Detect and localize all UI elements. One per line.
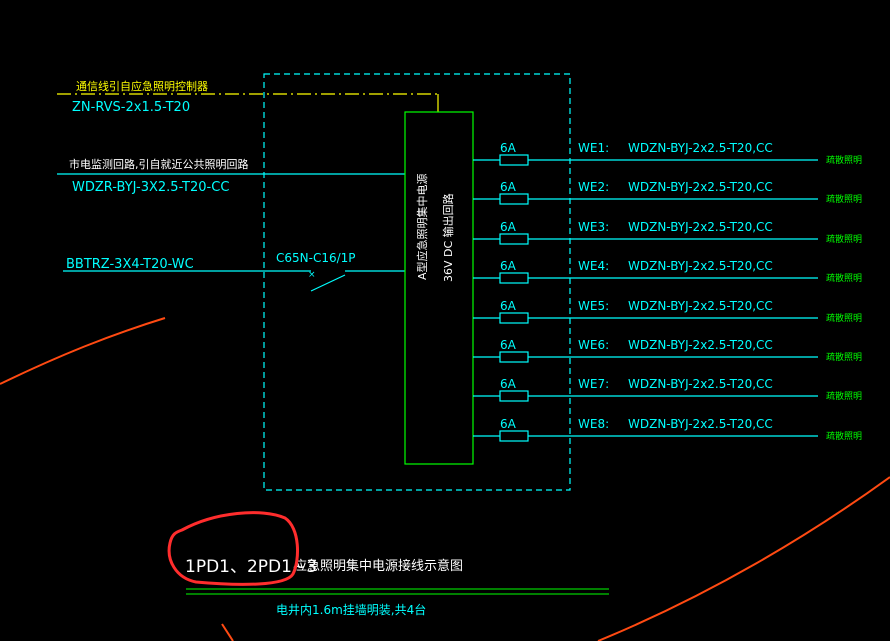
circuit-id: WE6: bbox=[578, 338, 609, 352]
circuit-cable: WDZN-BYJ-2x2.5-T20,CC bbox=[628, 259, 773, 273]
orange-curve-bottom bbox=[221, 623, 234, 641]
circuit-load: 疏散照明 bbox=[826, 272, 862, 284]
circuit-cable: WDZN-BYJ-2x2.5-T20,CC bbox=[628, 377, 773, 391]
fuse-symbol bbox=[499, 312, 529, 324]
circuit-load: 疏散照明 bbox=[826, 154, 862, 166]
fuse-symbol bbox=[499, 390, 529, 402]
fuse-symbol bbox=[499, 351, 529, 363]
circuit-cable: WDZN-BYJ-2x2.5-T20,CC bbox=[628, 299, 773, 313]
fuse-symbol bbox=[499, 154, 529, 166]
red-annotation-circle bbox=[167, 511, 299, 586]
fuse-rating: 6A bbox=[500, 259, 517, 273]
circuit-load: 疏散照明 bbox=[826, 193, 862, 205]
control-label: 通信线引自应急照明控制器 bbox=[76, 79, 208, 93]
output-circuits: 6A WE1: WDZN-BYJ-2x2.5-T20,CC 疏散照明 6A WE2: WDZ… bbox=[473, 141, 862, 442]
distribution-box-outline bbox=[263, 73, 571, 491]
circuit-cable: WDZN-BYJ-2x2.5-T20,CC bbox=[628, 338, 773, 352]
circuit-id: WE4: bbox=[578, 259, 609, 273]
circuit-load: 疏散照明 bbox=[826, 351, 862, 363]
breaker-mark: × bbox=[308, 270, 316, 280]
power-cable: BBTRZ-3X4-T20-WC bbox=[66, 257, 194, 272]
circuit-id: WE3: bbox=[578, 220, 609, 234]
breaker-label: C65N-C16/1P bbox=[276, 251, 356, 265]
caption-note: 电井内1.6m挂墙明装,共4台 bbox=[276, 602, 426, 617]
circuit-id: WE7: bbox=[578, 377, 609, 391]
circuit-cable: WDZN-BYJ-2x2.5-T20,CC bbox=[628, 220, 773, 234]
fuse-symbol bbox=[499, 193, 529, 205]
fuse-rating: 6A bbox=[500, 299, 517, 313]
fuse-rating: 6A bbox=[500, 377, 517, 391]
orange-curve-right bbox=[597, 476, 890, 641]
power-unit-line2: 36V DC 输出回路 bbox=[441, 193, 455, 282]
monitor-label: 市电监测回路,引自就近公共照明回路 bbox=[69, 157, 249, 171]
breaker-contact bbox=[310, 274, 346, 292]
caption-title-suffix: 应急照明集中电源接线示意图 bbox=[294, 558, 463, 574]
circuit-id: WE5: bbox=[578, 299, 609, 313]
monitor-cable: WDZR-BYJ-3X2.5-T20-CC bbox=[72, 180, 229, 195]
central-power-unit bbox=[404, 111, 474, 465]
circuit-id: WE8: bbox=[578, 417, 609, 431]
circuit-id: WE2: bbox=[578, 180, 609, 194]
circuit-cable: WDZN-BYJ-2x2.5-T20,CC bbox=[628, 141, 773, 155]
control-cable: ZN-RVS-2x1.5-T20 bbox=[72, 100, 190, 115]
fuse-symbol bbox=[499, 430, 529, 442]
circuit-load: 疏散照明 bbox=[826, 390, 862, 402]
fuse-rating: 6A bbox=[500, 141, 517, 155]
circuit-load: 疏散照明 bbox=[826, 312, 862, 324]
circuit-load: 疏散照明 bbox=[826, 233, 862, 245]
fuse-symbol bbox=[499, 233, 529, 245]
circuit-cable: WDZN-BYJ-2x2.5-T20,CC bbox=[628, 417, 773, 431]
fuse-symbol bbox=[499, 272, 529, 284]
fuse-rating: 6A bbox=[500, 180, 517, 194]
orange-curve-left bbox=[0, 317, 166, 385]
fuse-rating: 6A bbox=[500, 417, 517, 431]
fuse-rating: 6A bbox=[500, 338, 517, 352]
power-unit-line1: A型应急照明集中电源 bbox=[415, 173, 429, 280]
circuit-load: 疏散照明 bbox=[826, 430, 862, 442]
circuit-id: WE1: bbox=[578, 141, 609, 155]
caption-title-prefix: 1PD1、2PD1~3 bbox=[185, 557, 317, 577]
circuit-cable: WDZN-BYJ-2x2.5-T20,CC bbox=[628, 180, 773, 194]
fuse-rating: 6A bbox=[500, 220, 517, 234]
